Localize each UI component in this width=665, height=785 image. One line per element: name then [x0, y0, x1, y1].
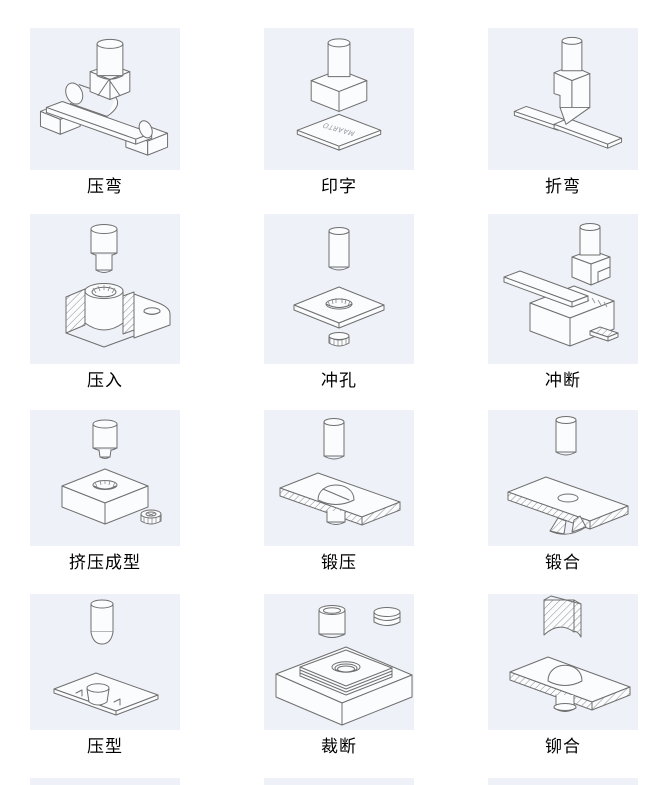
- cell-caiduan-label: 裁断: [321, 737, 357, 757]
- flared-rivet-bottom: [549, 515, 587, 535]
- duanhe-figure: [507, 416, 629, 535]
- maohe-figure: [509, 595, 631, 712]
- round-bar: [65, 82, 153, 139]
- punch-cylinder: [327, 38, 351, 78]
- formed-part-disc: [140, 509, 162, 525]
- pressed-cup: [86, 683, 110, 706]
- yaxing-figure: [53, 599, 159, 716]
- punch-cylinder: [555, 416, 577, 456]
- die-block: [529, 285, 615, 347]
- pierced-plate: [293, 286, 385, 329]
- cell-duanya-label: 锻压: [321, 553, 357, 573]
- tube-cutter: [318, 605, 346, 638]
- cell-yaru-label: 压入: [87, 371, 123, 391]
- cell-chongkong-panel: [264, 214, 414, 364]
- cell-caiduan-panel: [264, 594, 414, 730]
- cell-jiyachengxing-label: 挤压成型: [69, 553, 141, 573]
- punch-cylinder: [323, 418, 345, 460]
- round-nose-punch: [90, 599, 114, 645]
- cell-zhewan-panel: [488, 28, 638, 170]
- cell-yawan-label: 压弯: [87, 177, 123, 197]
- bar-workpiece: [503, 270, 589, 308]
- stamp-block: [310, 69, 368, 112]
- hatched-plate: [507, 476, 629, 530]
- cell-yinzi-label: 印字: [321, 177, 357, 197]
- chongkong-figure: [293, 227, 385, 347]
- die-block: [61, 468, 149, 525]
- cell-maohe-label: 铆合: [545, 737, 581, 757]
- cell-jiyachengxing-panel: [30, 410, 180, 546]
- stepped-punch: [90, 224, 118, 273]
- punched-slug: [328, 332, 350, 347]
- punch-cylinder: [579, 223, 601, 256]
- cutaway-die-block: [65, 283, 171, 348]
- wedge-punch-block: [553, 65, 591, 125]
- cell-duanya-panel: [264, 410, 414, 546]
- next-row-panel-peek: [264, 778, 414, 785]
- cell-chongkong-label: 冲孔: [321, 371, 357, 391]
- cell-duanhe-label: 锻合: [545, 553, 581, 573]
- marked-plate: MAARTO: [296, 113, 382, 151]
- sheet-stack: [299, 649, 393, 696]
- caiduan-figure: [275, 605, 413, 726]
- jiyachengxing-figure: [61, 419, 162, 525]
- rivet-set-punch: [543, 595, 582, 638]
- next-row-panel-peek: [30, 778, 180, 785]
- punch-cylinder: [96, 38, 124, 80]
- cell-chongduan-panel: [488, 214, 638, 364]
- strip-workpiece: [45, 100, 153, 145]
- rivet: [547, 664, 583, 712]
- next-row-panel-peek: [488, 778, 638, 785]
- yawan-figure: [39, 38, 169, 156]
- cell-duanhe-panel: [488, 410, 638, 546]
- rivet-head: [317, 484, 355, 525]
- extrusion-punch: [92, 419, 118, 459]
- punch-cylinder: [328, 227, 350, 271]
- cell-yinzi-panel: MAARTO: [264, 28, 414, 170]
- cell-chongduan-label: 冲断: [545, 371, 581, 391]
- cell-yaxing-label: 压型: [87, 737, 123, 757]
- duanya-figure: [279, 418, 401, 526]
- cut-off-piece: [589, 326, 619, 342]
- cell-yaxing-panel: [30, 594, 180, 730]
- yinzi-figure: MAARTO: [296, 38, 382, 151]
- chongduan-figure: [503, 223, 619, 347]
- punch-cylinder: [561, 36, 583, 72]
- cell-yawan-panel: [30, 28, 180, 170]
- cell-maohe-panel: [488, 594, 638, 730]
- blanked-disc-stack: [373, 607, 401, 626]
- zhewan-figure: [513, 36, 623, 149]
- cell-yaru-panel: [30, 214, 180, 364]
- yaru-figure: [65, 224, 171, 348]
- cell-zhewan-label: 折弯: [545, 177, 581, 197]
